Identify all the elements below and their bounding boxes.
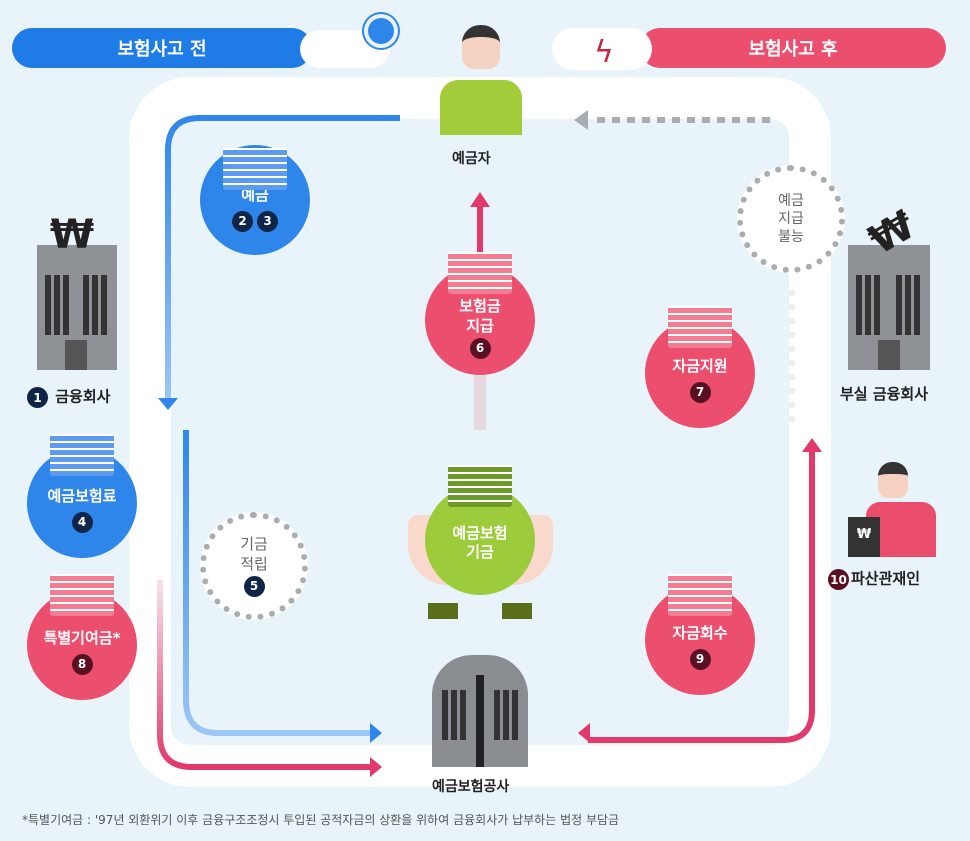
cloud-lightning-icon (552, 28, 652, 70)
kdic-label: 예금보험공사 (432, 779, 510, 795)
financial-company-building-icon (37, 245, 117, 370)
money-stack-icon (50, 434, 114, 476)
briefcase-won-icon: ₩ (848, 517, 880, 557)
sleeve-icon (502, 603, 532, 619)
kdic-building-icon (432, 655, 528, 767)
financial-company-text: 금융회사 (55, 387, 111, 406)
sleeve-icon (428, 603, 458, 619)
money-stack-icon (50, 574, 114, 616)
lightning-icon: ϟ (594, 35, 614, 70)
money-stack-icon (668, 306, 732, 348)
insurance-payment-line1: 보험금 (459, 297, 501, 315)
footnote: *특별기여금 : '97년 외환위기 이후 금융구조조정시 투입된 공적자금의 … (22, 813, 620, 827)
badge-2: 2 (232, 211, 253, 233)
depositor-icon (440, 25, 522, 135)
fund-accumulation-line2: 적립 (240, 554, 268, 573)
insurance-payment-line2: 지급 (466, 316, 494, 335)
badge-1: 1 (27, 387, 48, 408)
after-accident-banner: 보험사고 후 (640, 28, 946, 68)
badge-6: 6 (469, 338, 491, 359)
trustee-text: 파산관재인 (851, 569, 921, 588)
badge-5: 5 (243, 576, 265, 597)
before-accident-banner: 보험사고 전 (12, 28, 312, 68)
fund-line1: 예금보험 (452, 523, 508, 542)
premium-label: 예금보험료 (47, 486, 117, 505)
fund-support-label: 자금지원 (672, 356, 728, 375)
payment-unable-line1: 예금 (778, 192, 804, 209)
trustee-icon: ₩ (848, 462, 936, 557)
fund-line2: 기금 (466, 543, 494, 561)
badge-3: 3 (257, 211, 278, 233)
payment-unable-line3: 불능 (778, 229, 804, 246)
badge-8: 8 (71, 654, 93, 676)
money-stack-icon (448, 252, 512, 294)
badge-7: 7 (689, 382, 711, 404)
money-stack-icon (223, 148, 287, 190)
financial-company-label: 1 금융회사 (25, 381, 110, 408)
deposit-label: 예금 (241, 185, 269, 204)
special-contribution-label: 특별기여금* (43, 628, 121, 647)
payment-unable-line2: 지급 (778, 210, 804, 227)
fund-recovery-label: 자금회수 (672, 623, 728, 642)
before-banner-label: 보험사고 전 (117, 39, 207, 60)
badge-9: 9 (689, 649, 711, 671)
insolvent-building-icon (848, 245, 930, 370)
insolvent-label: 부실 금융회사 (840, 385, 929, 403)
badge-4: 4 (71, 512, 93, 534)
money-stack-icon (668, 574, 732, 616)
fund-accumulation-line1: 기금 (240, 535, 268, 553)
money-stack-icon (448, 465, 512, 507)
badge-10: 10 (828, 569, 849, 590)
depositor-label: 예금자 (452, 151, 491, 167)
won-sign-icon: ₩ (50, 212, 95, 258)
after-banner-label: 보험사고 후 (748, 39, 838, 60)
sun-icon (368, 18, 394, 44)
